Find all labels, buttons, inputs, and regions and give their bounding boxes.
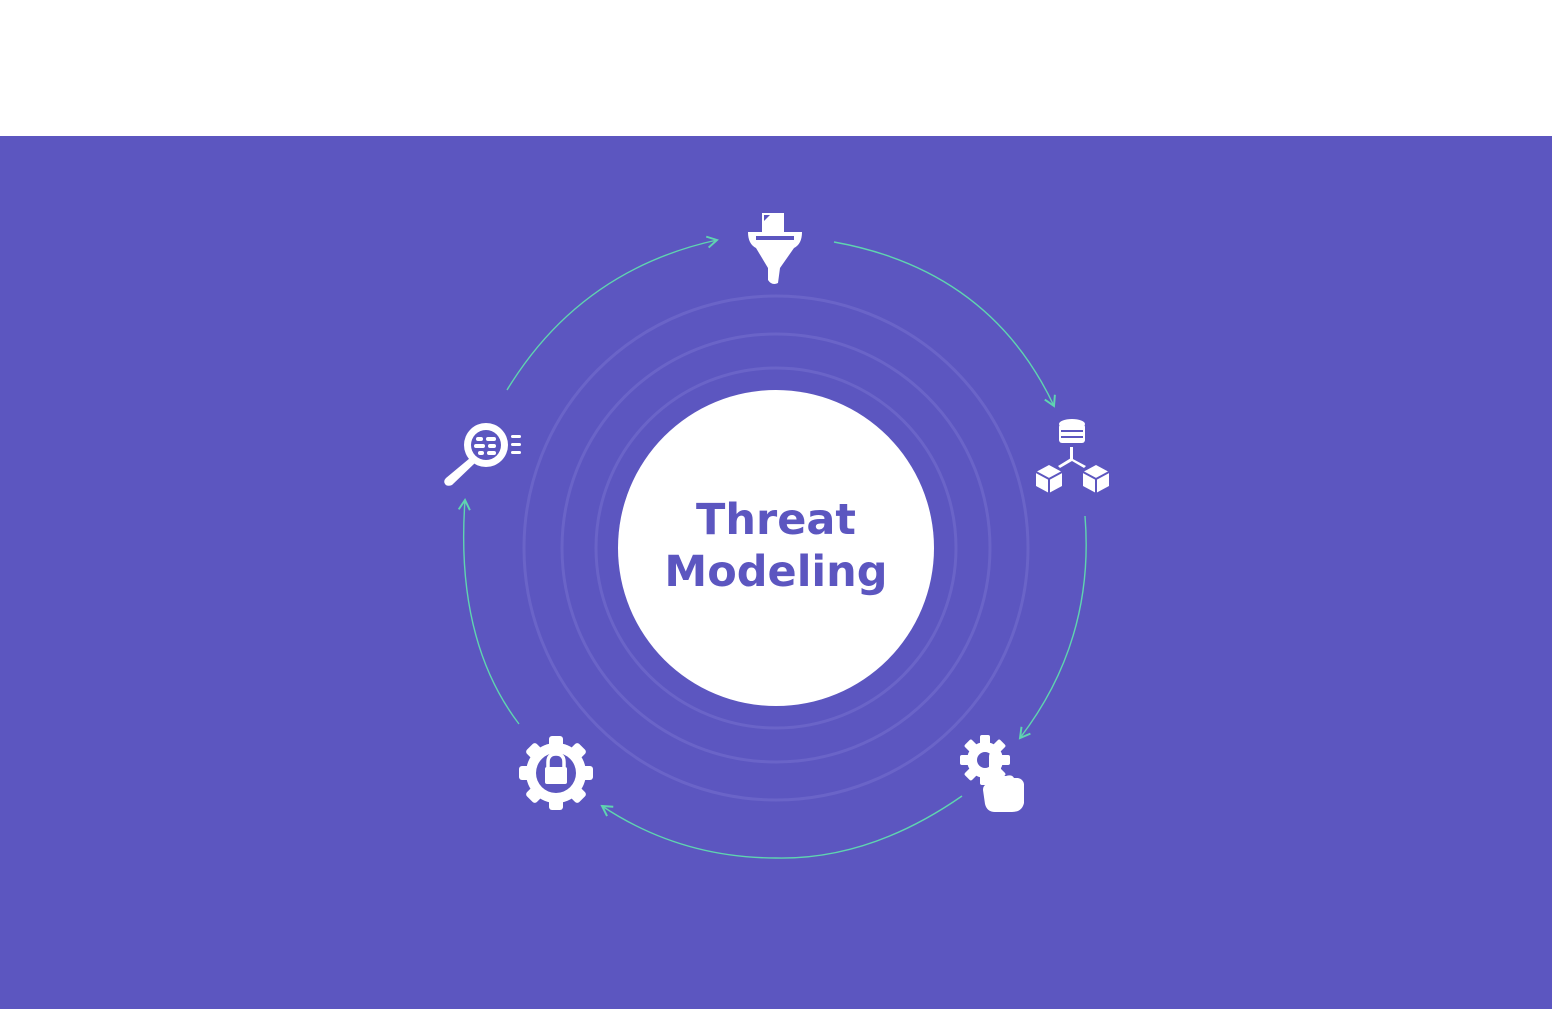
arrow-funnel-to-database	[833, 241, 1056, 408]
ring-middle	[560, 332, 992, 764]
arrow-magnifier-to-funnel	[506, 235, 719, 391]
database-network-icon	[1035, 419, 1110, 493]
ring-outer	[522, 294, 1030, 802]
funnel-document-icon	[748, 213, 802, 284]
arrow-database-to-gear-pointer	[1018, 515, 1087, 740]
center-title-line1: Threat	[696, 495, 856, 545]
magnifier-data-icon	[444, 423, 521, 486]
center-title: Threat Modeling	[664, 494, 887, 598]
gear-lock-icon	[519, 736, 593, 810]
gear-pointer-icon	[960, 735, 1024, 812]
center-title-line2: Modeling	[664, 547, 888, 597]
ring-inner	[594, 366, 958, 730]
arrow-gear-pointer-to-gear-lock	[600, 795, 963, 859]
center-circle: Threat Modeling	[618, 390, 934, 706]
concentric-rings	[522, 294, 1030, 802]
top-band	[0, 0, 1552, 136]
arrow-gear-lock-to-magnifier	[457, 498, 520, 725]
